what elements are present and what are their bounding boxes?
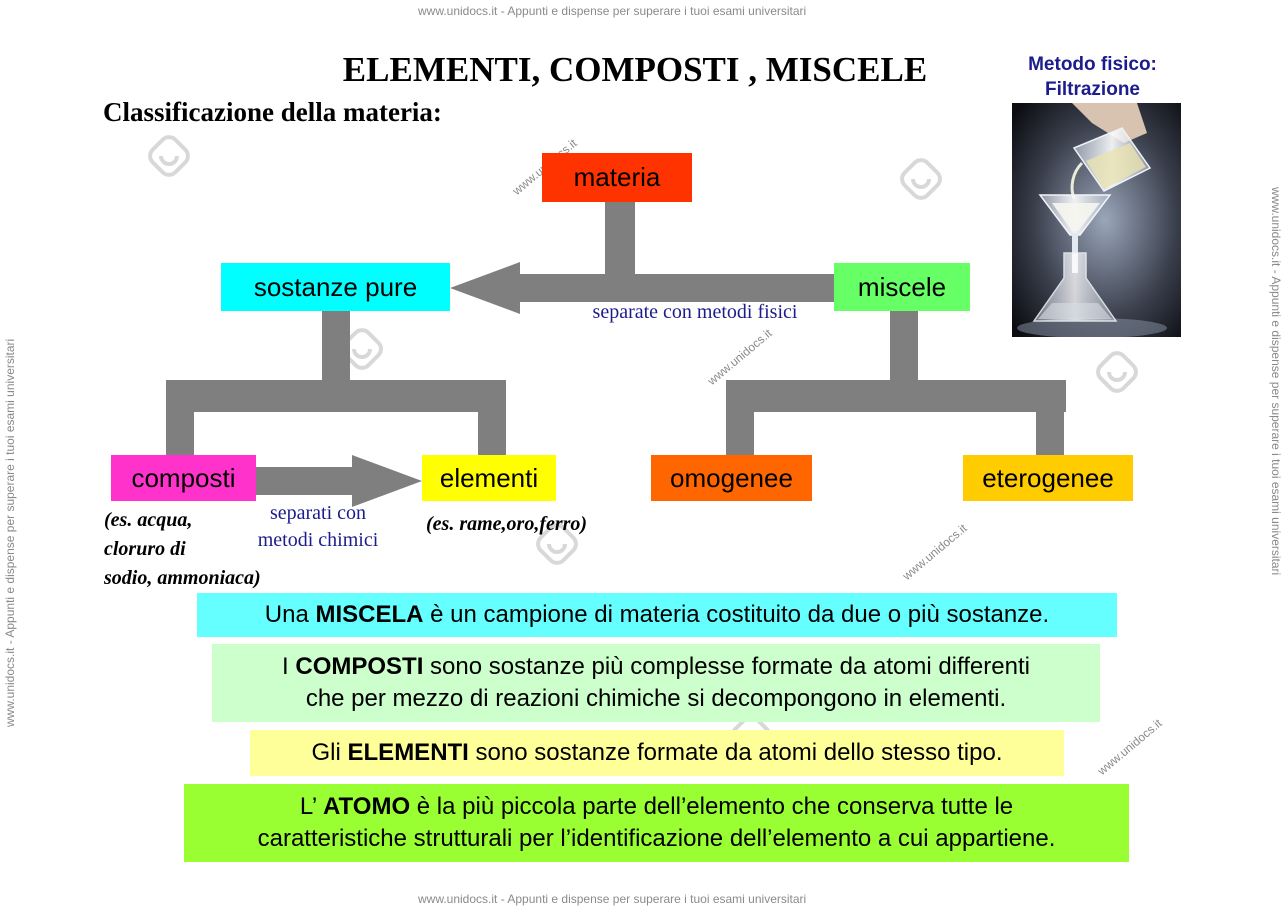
arrow-head-to-sostanze-pure [450, 262, 520, 314]
composti-example-line2: cloruro di [104, 538, 186, 560]
node-omogenee: omogenee [651, 455, 812, 501]
page-subtitle: Classificazione della materia: [103, 97, 442, 127]
watermark-logo-icon [536, 523, 578, 565]
connector-materia-down [605, 200, 635, 288]
definition-atomo-line2: caratteristiche strutturali per l’identi… [257, 825, 1056, 852]
connector-composti-to-elementi [255, 467, 355, 495]
connector-miscele-horizontal [726, 380, 1066, 412]
watermark-logo-icon [900, 158, 942, 200]
connector-to-omogenee [726, 380, 754, 458]
definition-miscela-pre: Una [264, 601, 316, 628]
photo-caption: Metodo fisico: Filtrazione [1005, 52, 1180, 102]
definition-composti-line2: che per mezzo di reazioni chimiche si de… [305, 685, 1007, 712]
definition-atomo: L’ ATOMO è la più piccola parte dell’ele… [184, 784, 1129, 862]
diagonal-watermark: www.unidocs.it [704, 326, 775, 388]
definition-composti: I COMPOSTI sono sostanze più complesse f… [212, 644, 1100, 722]
chemical-separation-line2: metodi chimici [257, 529, 379, 551]
connector-to-sostanze-pure [515, 274, 840, 302]
connector-to-composti [166, 380, 194, 458]
watermark-logo-icon [341, 328, 383, 370]
node-sostanze-pure: sostanze pure [221, 263, 450, 311]
connector-sostanze-horizontal [166, 380, 506, 412]
left-side-watermark: www.unidocs.it - Appunti e dispense per … [3, 338, 17, 727]
arrow-head-to-elementi [352, 455, 422, 507]
footer-watermark: www.unidocs.it - Appunti e dispense per … [418, 892, 807, 906]
watermark-logo-icon [1096, 351, 1138, 393]
definition-elementi-term: ELEMENTI [347, 739, 469, 766]
header-watermark: www.unidocs.it - Appunti e dispense per … [418, 4, 807, 18]
definition-composti-pre: I [282, 653, 296, 680]
node-materia: materia [542, 153, 692, 202]
connector-miscele-down [890, 308, 918, 384]
node-eterogenee: eterogenee [963, 455, 1133, 501]
definition-composti-term: COMPOSTI [295, 653, 424, 680]
chemical-separation-line1: separati con [269, 502, 367, 524]
connector-to-eterogenee [1036, 380, 1064, 458]
photo-caption-line2: Filtrazione [1044, 79, 1140, 100]
diagonal-watermark: www.unidocs.it [1094, 716, 1165, 778]
composti-example-line1: (es. acqua, [104, 509, 193, 531]
composti-example-line3: sodio, ammoniaca) [104, 567, 261, 589]
node-elementi: elementi [422, 455, 556, 501]
definition-miscela-post: è un campione di materia costituito da d… [423, 601, 1050, 628]
definition-elementi: Gli ELEMENTI sono sostanze formate da at… [250, 730, 1064, 776]
definition-miscela: Una MISCELA è un campione di materia cos… [197, 593, 1117, 637]
chemical-separation-label: separati con metodi chimici [238, 500, 398, 554]
definition-elementi-post: sono sostanze formate da atomi dello ste… [468, 739, 1003, 766]
connector-sostanze-down [322, 308, 350, 384]
physical-separation-label: separate con metodi fisici [592, 301, 798, 323]
definition-composti-post: sono sostanze più complesse formate da a… [423, 653, 1030, 680]
right-side-watermark: www.unidocs.it - Appunti e dispense per … [1269, 187, 1283, 576]
node-composti: composti [111, 455, 256, 501]
definition-atomo-post: è la più piccola parte dell’elemento che… [410, 793, 1014, 820]
page-title: ELEMENTI, COMPOSTI , MISCELE [342, 50, 928, 89]
node-miscele: miscele [834, 263, 970, 311]
connector-to-elementi [478, 380, 506, 458]
definition-atomo-term: ATOMO [323, 793, 411, 820]
filtration-photo [1012, 103, 1181, 337]
composti-example: (es. acqua, cloruro di sodio, ammoniaca) [104, 506, 261, 593]
definition-miscela-term: MISCELA [315, 601, 424, 628]
diagonal-watermark: www.unidocs.it [899, 521, 970, 583]
photo-caption-line1: Metodo fisico: [1028, 54, 1157, 75]
watermark-logo-icon [148, 135, 190, 177]
definition-atomo-pre: L’ [299, 793, 323, 820]
definition-elementi-pre: Gli [311, 739, 348, 766]
elementi-example: (es. rame,oro,ferro) [426, 513, 588, 535]
